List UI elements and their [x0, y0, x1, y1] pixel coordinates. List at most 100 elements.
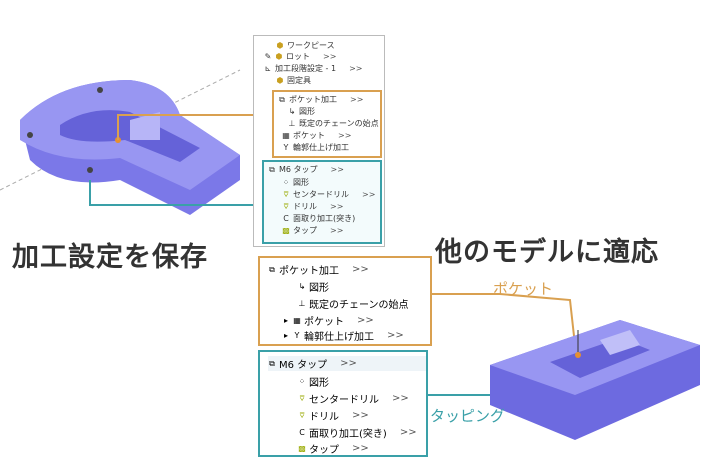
more: >> [362, 190, 376, 199]
label: 加工段階設定 - 1 [275, 64, 337, 73]
fixture-icon: ⬢ [276, 75, 284, 85]
tap-item[interactable]: ⩢ センタードリル >> [282, 189, 376, 200]
label: 固定具 [287, 76, 311, 85]
setup-icon: ⊾ [264, 63, 272, 73]
pocket-icon: ▦ [293, 315, 301, 325]
geometry-icon: ⁘ [282, 177, 290, 187]
tap-item[interactable]: ⩢ センタードリル >> [298, 391, 409, 406]
center-drill-icon: ⩢ [299, 393, 305, 403]
label: 図形 [309, 378, 329, 389]
chamfer-icon: C [283, 213, 289, 223]
workpiece-icon: ⬢ [276, 40, 284, 50]
more: >> [357, 315, 374, 326]
tap-group-title[interactable]: ⧉M6 タップ>> [268, 164, 344, 175]
label: 面取り加工(突き) [309, 429, 387, 440]
tap-item[interactable]: ▩タップ>> [298, 441, 369, 456]
label: センタードリル [309, 395, 379, 406]
label: ワークピース [287, 41, 335, 50]
pocket-item[interactable]: ▦ポケット >> [282, 130, 351, 141]
expand-icon[interactable]: ▸ [283, 330, 288, 340]
contour-icon: Y [283, 142, 289, 152]
pocket-callout: ポケット [493, 280, 554, 298]
more: >> [340, 358, 357, 369]
tree-item-workpiece[interactable]: ⬢ワークピース [276, 40, 335, 51]
tap-item[interactable]: ⁘図形 [282, 177, 309, 188]
tap-group-box: ⧉ M6 タップ >> ⁘図形 ⩢ センタードリル >> ⩢ドリル>> C 面取り加工(突… [262, 160, 382, 244]
label: ポケット [293, 131, 325, 140]
target-part-model [490, 320, 700, 440]
more: >> [330, 202, 344, 211]
operations-tree-small: ⬢ワークピース ✎⬢ロット>> ⊾加工段階設定 - 1>> ⬢固定具 ⧉ポケット… [253, 35, 385, 247]
edit-icon: ✎ [264, 51, 272, 61]
tap-icon: ▩ [282, 225, 290, 235]
label: 図形 [293, 178, 309, 187]
operation-icon: ⧉ [269, 264, 275, 274]
chamfer-icon: C [299, 427, 305, 437]
source-part-model [0, 69, 241, 215]
operation-icon: ⧉ [269, 358, 275, 368]
pocket-item[interactable]: ↳図形 [288, 106, 315, 117]
tap-item[interactable]: ⩢ドリル>> [282, 201, 344, 212]
label: ポケット [304, 317, 344, 328]
label: 既定のチェーンの始点 [309, 300, 409, 311]
pocket-group-title[interactable]: ⧉ ポケット加工 >> [278, 94, 363, 105]
pocket-group-box-large: ⧉ ポケット加工 >> ↳図形 ⊥既定のチェーンの始点 ▸ ▦ポケット >> ▸ Y 輪郭仕… [258, 256, 432, 346]
pocket-item[interactable]: ⊥既定のチェーンの始点 [288, 118, 379, 129]
more: >> [349, 64, 363, 73]
more: >> [387, 330, 404, 341]
chain-start-icon: ⊥ [288, 118, 296, 128]
pocket-item[interactable]: ▸ Y 輪郭仕上げ加工 >> [282, 328, 404, 343]
pocket-item[interactable]: ▸ ▦ポケット >> [282, 313, 374, 328]
more: >> [350, 95, 364, 104]
pocket-group-title[interactable]: ⧉ ポケット加工 >> [268, 262, 369, 277]
label: 図形 [299, 107, 315, 116]
label: ロット [286, 52, 310, 61]
more: >> [323, 52, 337, 61]
label: 面取り加工(突き) [293, 214, 356, 223]
tap-item[interactable]: C 面取り加工(突き) [282, 213, 355, 224]
operation-icon: ⧉ [269, 164, 275, 174]
more: >> [392, 393, 409, 404]
stock-icon: ⬢ [275, 51, 283, 61]
label: M6 タップ [279, 360, 328, 371]
label: タップ [309, 445, 339, 456]
contour-icon: Y [294, 330, 300, 340]
pocket-item[interactable]: ↳図形 [298, 279, 329, 294]
label: センタードリル [293, 190, 349, 199]
tree-item-lot[interactable]: ✎⬢ロット >> [264, 51, 337, 62]
geometry-icon: ↳ [298, 281, 306, 291]
pocket-item[interactable]: ⊥既定のチェーンの始点 [298, 296, 409, 311]
tree-item-setup[interactable]: ⊾加工段階設定 - 1 >> [264, 63, 363, 74]
center-drill-icon: ⩢ [283, 189, 289, 199]
more: >> [330, 226, 344, 235]
label: タップ [293, 226, 317, 235]
tap-item[interactable]: ⁘図形 [298, 374, 329, 389]
expand-icon[interactable]: ▸ [283, 315, 288, 325]
apply-other-model-heading: 他のモデルに適応 [435, 237, 659, 268]
chain-start-icon: ⊥ [298, 298, 306, 308]
more: >> [338, 131, 352, 140]
save-settings-heading: 加工設定を保存 [12, 242, 208, 273]
label: ポケット加工 [289, 95, 337, 104]
tap-icon: ▩ [298, 443, 306, 453]
drill-icon: ⩢ [299, 410, 305, 420]
tap-item[interactable]: ⩢ドリル>> [298, 408, 369, 423]
drill-icon: ⩢ [283, 201, 289, 211]
label: 図形 [309, 283, 329, 294]
tree-item-fixture[interactable]: ⬢固定具 [276, 75, 312, 86]
more: >> [352, 410, 369, 421]
label: 既定のチェーンの始点 [299, 119, 379, 128]
label: M6 タップ [279, 165, 318, 174]
label: 輪郭仕上げ加工 [304, 332, 374, 343]
operation-icon: ⧉ [279, 94, 285, 104]
tap-group-title[interactable]: ⧉ M6 タップ >> [268, 356, 426, 371]
tap-item[interactable]: ▩タップ >> [282, 225, 343, 236]
label: ポケット加工 [279, 266, 339, 277]
pocket-icon: ▦ [282, 130, 290, 140]
more: >> [352, 264, 369, 275]
